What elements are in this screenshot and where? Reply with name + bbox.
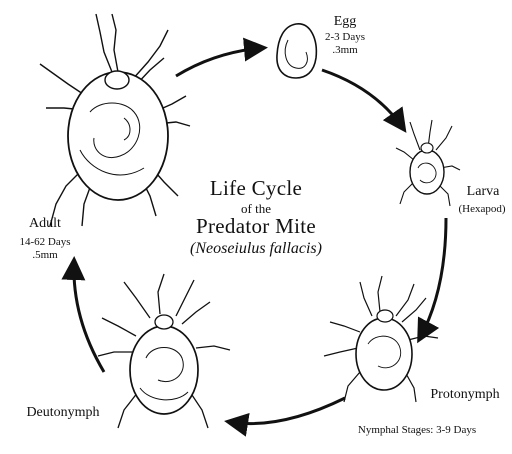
egg-label: Egg	[320, 14, 370, 30]
egg-duration: 2-3 Days	[316, 31, 374, 44]
protonymph-illustration	[324, 276, 438, 402]
nymphal-stages-note: Nymphal Stages: 3-9 Days	[342, 424, 492, 437]
arrow-adult-to-egg	[176, 48, 262, 76]
adult-mite-illustration	[40, 14, 190, 226]
protonymph-label: Protonymph	[420, 387, 510, 403]
arrow-egg-to-larva	[322, 70, 403, 128]
larva-label: Larva	[458, 184, 508, 200]
adult-size: .5mm	[10, 249, 80, 262]
arrow-protonymph-to-deutonymph	[230, 398, 345, 424]
deutonymph-label: Deutonymph	[16, 405, 110, 421]
arrow-larva-to-protonymph	[420, 218, 446, 338]
adult-label: Adult	[10, 216, 80, 232]
title-line1: Life Cycle	[196, 176, 316, 201]
egg-illustration	[277, 24, 316, 78]
egg-size: .3mm	[320, 44, 370, 57]
title-line3: Predator Mite	[180, 214, 332, 239]
adult-duration: 14-62 Days	[6, 236, 84, 249]
scientific-name: (Neoseiulus fallacis)	[176, 240, 336, 258]
larva-note: (Hexapod)	[452, 203, 512, 216]
deutonymph-illustration	[98, 274, 230, 428]
larva-illustration	[396, 120, 460, 206]
